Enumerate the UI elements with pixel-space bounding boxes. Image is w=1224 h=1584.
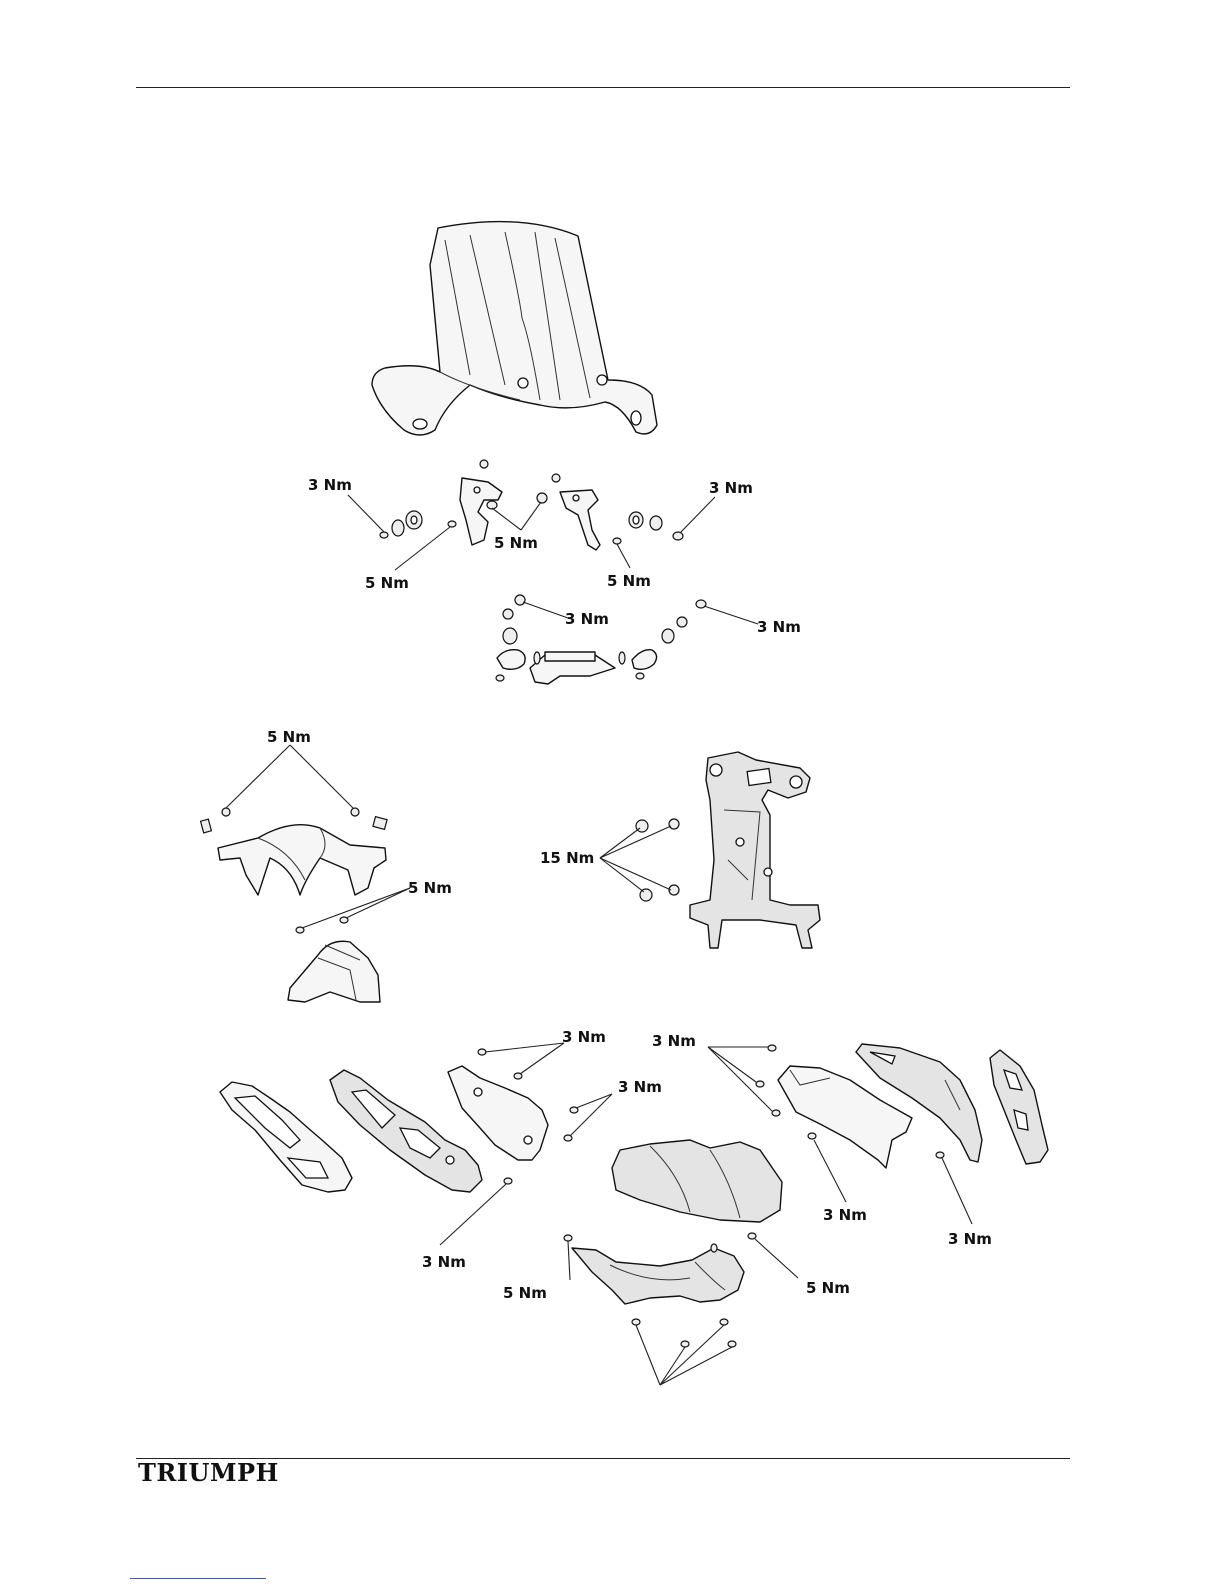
torque-label: 5 Nm bbox=[408, 879, 452, 897]
side-panel-left-outer bbox=[220, 1082, 352, 1192]
torque-label: 3 Nm bbox=[823, 1206, 867, 1224]
torque-label: 5 Nm bbox=[267, 728, 311, 746]
torque-label: 3 Nm bbox=[652, 1032, 696, 1050]
torque-label: 3 Nm bbox=[618, 1078, 662, 1096]
mount-assembly bbox=[496, 595, 758, 684]
footer-link-underline bbox=[130, 1578, 266, 1579]
windscreen bbox=[372, 222, 657, 435]
torque-label: 5 Nm bbox=[806, 1279, 850, 1297]
torque-label: 3 Nm bbox=[562, 1028, 606, 1046]
torque-label: 5 Nm bbox=[494, 534, 538, 552]
torque-label: 3 Nm bbox=[948, 1230, 992, 1248]
torque-label: 5 Nm bbox=[607, 572, 651, 590]
torque-label: 5 Nm bbox=[365, 574, 409, 592]
windscreen-brackets bbox=[348, 460, 715, 570]
torque-label: 3 Nm bbox=[422, 1253, 466, 1271]
torque-label: 15 Nm bbox=[540, 849, 594, 867]
triumph-logo: TRIUMPH bbox=[138, 1458, 279, 1487]
fastener-group-right bbox=[613, 512, 683, 544]
belly-pan bbox=[564, 1233, 798, 1385]
torque-label: 3 Nm bbox=[757, 618, 801, 636]
cockpit-cover-upper bbox=[201, 745, 388, 895]
side-panel-middle bbox=[440, 1043, 612, 1245]
torque-label: 3 Nm bbox=[565, 610, 609, 628]
torque-label: 3 Nm bbox=[709, 479, 753, 497]
torque-label: 5 Nm bbox=[503, 1284, 547, 1302]
frame-bracket bbox=[600, 752, 820, 948]
front-cowl bbox=[612, 1140, 782, 1222]
cockpit-cover-lower bbox=[288, 888, 410, 1002]
torque-label: 3 Nm bbox=[308, 476, 352, 494]
